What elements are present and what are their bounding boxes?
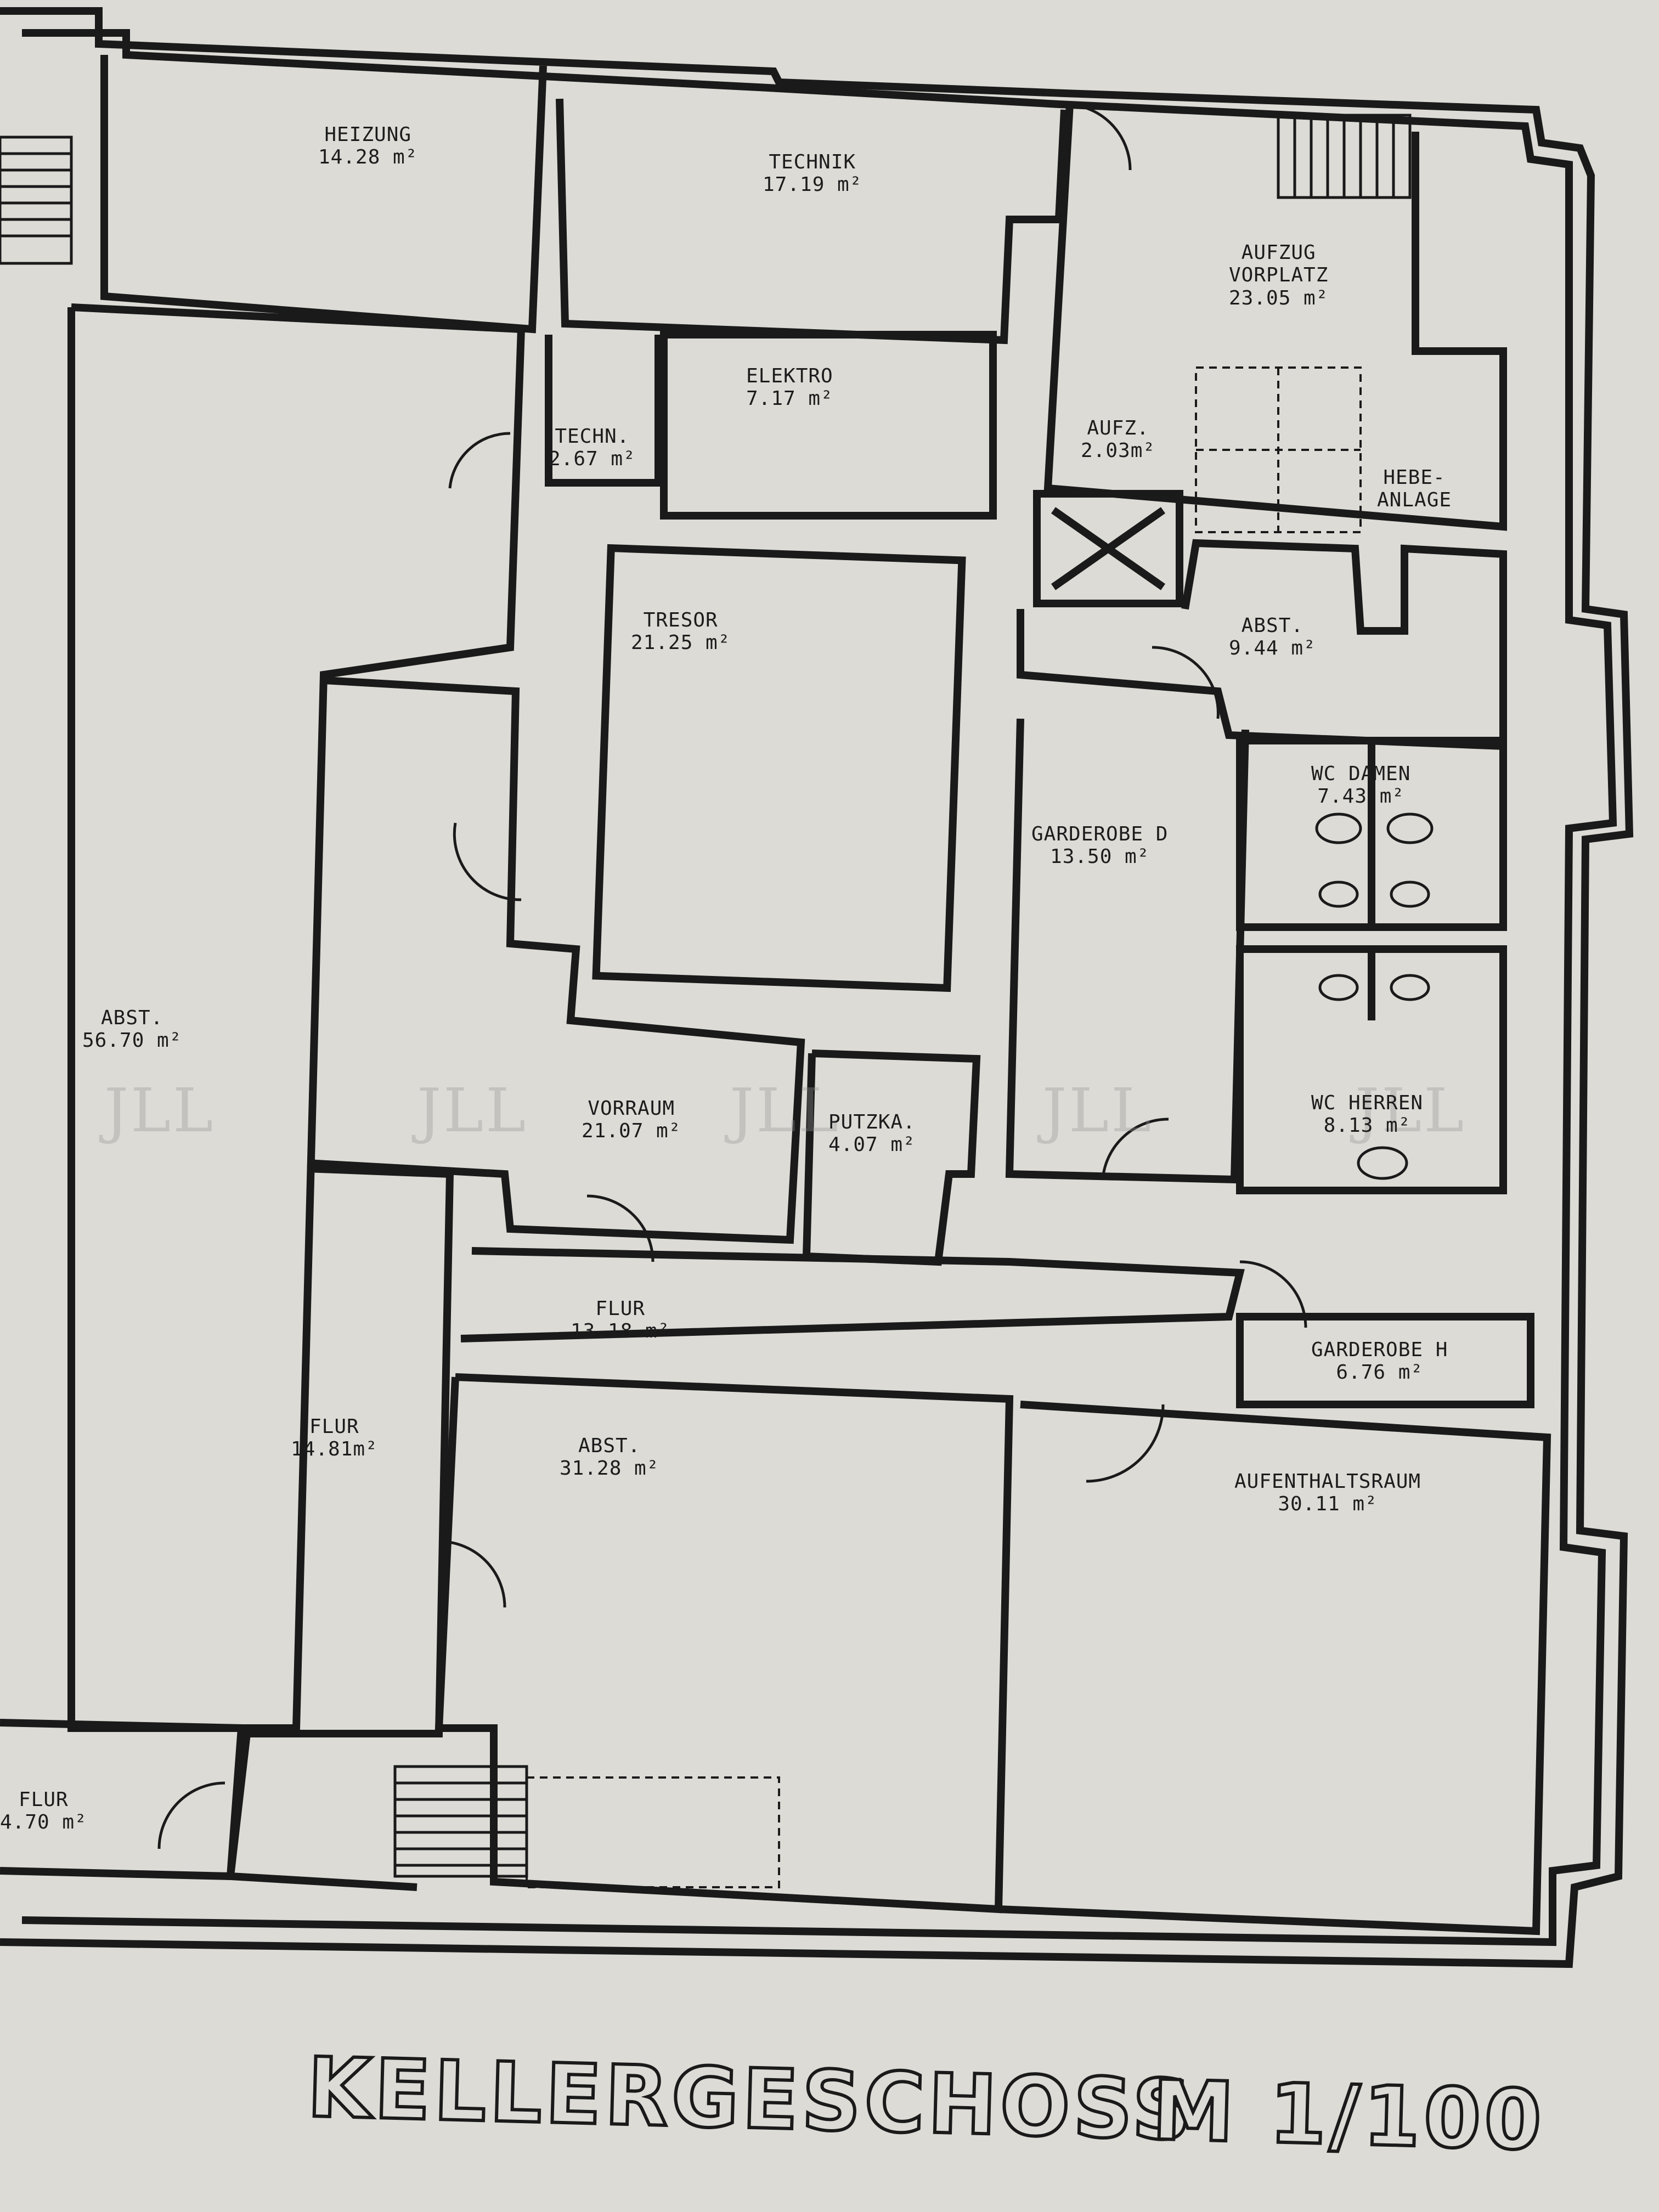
door-flur-470 <box>157 1781 225 1849</box>
door-abst-3128 <box>444 1540 506 1608</box>
inner-outer-wall <box>21 29 1617 1946</box>
door-flur-1318 <box>586 1194 654 1262</box>
watermark: JLL <box>417 1075 528 1146</box>
aufzug-wall <box>1043 104 1507 531</box>
door-techn <box>448 432 511 489</box>
sink-icon <box>1357 1146 1408 1180</box>
technik-wall <box>556 98 1068 345</box>
room-label-aufz: AUFZ.2.03m² <box>1081 417 1156 462</box>
stairs-top-right <box>1277 114 1412 199</box>
outer-wall <box>0 7 1634 1968</box>
flur-1481-wall <box>226 1165 454 1891</box>
toilet-icon <box>1318 881 1359 908</box>
toilet-icon <box>1390 881 1430 908</box>
toilet-icon <box>1318 974 1359 1001</box>
abst-944-wall <box>1017 539 1507 751</box>
room-label-abst-5670: ABST.56.70 m² <box>82 1007 182 1052</box>
door-flur <box>1101 1118 1169 1180</box>
stairs-top-left <box>0 136 73 265</box>
door-technik <box>1064 103 1132 171</box>
watermark: JLL <box>730 1075 841 1146</box>
sink-icon <box>1386 812 1434 844</box>
toilet-icon <box>1390 974 1430 1001</box>
plan-scale: M 1/100 <box>1149 2062 1548 2171</box>
room-label-techn: TECHN.2.67 m² <box>549 425 636 471</box>
elektro-wall <box>660 331 997 520</box>
techn-wall <box>545 335 662 487</box>
watermark: JLL <box>1042 1075 1154 1146</box>
lift-shaft <box>1033 490 1183 607</box>
door-abst <box>1152 646 1220 719</box>
room-label-abst-944: ABST.9.44 m² <box>1229 614 1316 660</box>
room-label-abst-3128: ABST.31.28 m² <box>560 1435 659 1480</box>
flur-1318-wall <box>460 1247 1245 1342</box>
room-label-hebeanlage: HEBE- ANLAGE <box>1377 466 1452 512</box>
door-garderobe-h <box>1239 1260 1307 1328</box>
stair-dashed <box>526 1776 780 1888</box>
room-label-putzka: PUTZKA.4.07 m² <box>828 1111 916 1156</box>
heizung-wall <box>100 55 547 334</box>
flur-470-wall <box>0 1719 246 1881</box>
garderobe-h-wall <box>1236 1313 1534 1408</box>
stairs-bottom <box>393 1765 528 1878</box>
watermark: JLL <box>104 1075 216 1146</box>
aufenthaltsraum-wall <box>998 1401 1551 1936</box>
abst-5670-wall <box>67 303 526 1732</box>
vorraum-wall <box>307 676 805 1244</box>
sink-icon <box>1315 812 1362 844</box>
watermark: JLL <box>1355 1075 1466 1146</box>
tresor-wall <box>592 544 966 992</box>
door-aufenthalt <box>1086 1404 1165 1483</box>
door-tresor <box>453 822 522 901</box>
